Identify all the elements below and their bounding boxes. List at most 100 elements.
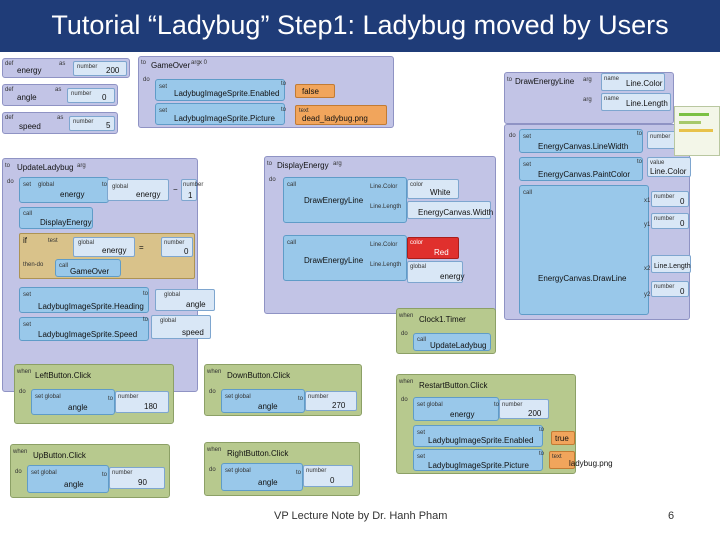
set-global-energy-block[interactable]: set global energy to: [19, 177, 109, 203]
procedure-displayenergy[interactable]: to DisplayEnergy arg do call DrawEnergyL…: [264, 156, 496, 314]
param-line-color: Line.Color: [370, 184, 398, 190]
set-keyword: set: [417, 430, 426, 436]
call-gameover-block[interactable]: call GameOver: [55, 259, 121, 277]
param-x1: x1: [644, 198, 651, 204]
type-label: number: [71, 91, 92, 97]
event-rightbutton-click[interactable]: when RightButton.Click do set global ang…: [204, 442, 360, 496]
set-global-angle-block[interactable]: set global angle to: [31, 389, 115, 415]
procedure-drawenergyline[interactable]: to DrawEnergyLine arg name Line.Color ar…: [504, 72, 674, 124]
set-global-keyword: set global: [225, 394, 251, 400]
number-value: 1: [188, 191, 193, 200]
set-paintcolor-block[interactable]: set EnergyCanvas.PaintColor: [519, 157, 643, 181]
page-title: Tutorial “Ladybug” Step1: Ladybug moved …: [51, 10, 669, 40]
blocks-workspace[interactable]: def energy as number 200 def angle as nu…: [0, 52, 720, 504]
procedure-updateladybug[interactable]: to UpdateLadybug arg do set global energ…: [2, 158, 215, 392]
number-block[interactable]: number 1: [181, 179, 203, 201]
call-updateladybug-block[interactable]: call UpdateLadybug: [413, 333, 491, 351]
number-block[interactable]: number 0: [67, 88, 115, 103]
procedure-gameover[interactable]: to GameOver arg x 0 do set LadybugImageS…: [138, 56, 394, 128]
set-picture-block[interactable]: set LadybugImageSprite.Picture: [413, 449, 543, 471]
event-clock1-timer[interactable]: when Clock1.Timer do call UpdateLadybug: [396, 308, 496, 354]
palette-thumbnail[interactable]: [674, 106, 720, 156]
number-block[interactable]: number 5: [69, 116, 115, 131]
set-keyword: set: [159, 84, 168, 90]
true-block[interactable]: true: [551, 431, 575, 445]
event-name: RightButton.Click: [227, 449, 289, 458]
set-speed-block[interactable]: set LadybugImageSprite.Speed: [19, 317, 149, 341]
number-block[interactable]: number 90: [109, 467, 165, 489]
text-block[interactable]: text: [549, 451, 575, 469]
number-block[interactable]: number 200: [73, 61, 127, 76]
set-linewidth-block[interactable]: set EnergyCanvas.LineWidth: [519, 129, 643, 153]
number-value: 0: [330, 476, 335, 485]
global-keyword: global: [112, 184, 129, 190]
x1-number[interactable]: number 0: [651, 191, 689, 207]
color-value: White: [430, 188, 451, 197]
param-line-color: Line.Color: [370, 242, 398, 248]
canvas-width-block[interactable]: EnergyCanvas.Width: [407, 201, 493, 219]
call-drawenergyline-red[interactable]: call DrawEnergyLine Line.Color Line.Leng…: [283, 235, 407, 281]
number-keyword: number: [654, 284, 675, 290]
variable-name: energy: [450, 410, 475, 419]
property-name: EnergyCanvas.PaintColor: [538, 170, 631, 179]
number-block[interactable]: number 0: [303, 465, 353, 487]
def-speed-block[interactable]: def speed as number 5: [2, 112, 118, 134]
global-energy-block[interactable]: global energy: [407, 261, 464, 283]
set-global-angle-block[interactable]: set global angle to: [27, 465, 109, 493]
variable-name: energy: [17, 66, 42, 75]
def-energy-block[interactable]: def energy as number 200: [2, 58, 130, 78]
set-picture-block[interactable]: set LadybugImageSprite.Picture: [155, 103, 285, 125]
set-heading-block[interactable]: set LadybugImageSprite.Heading: [19, 287, 149, 313]
set-enabled-block[interactable]: set LadybugImageSprite.Enabled: [413, 425, 543, 447]
event-upbutton-click[interactable]: when UpButton.Click do set global angle …: [10, 444, 170, 498]
global-keyword: global: [38, 182, 55, 188]
event-downbutton-click[interactable]: when DownButton.Click do set global angl…: [204, 364, 362, 416]
set-global-angle-block[interactable]: set global angle to: [221, 463, 303, 491]
set-keyword: set: [23, 322, 32, 328]
false-block[interactable]: false: [295, 84, 335, 98]
event-leftbutton-click[interactable]: when LeftButton.Click do set global angl…: [14, 364, 174, 424]
number-block[interactable]: number 0: [161, 237, 193, 257]
color-white-block[interactable]: color White: [407, 179, 459, 199]
call-keyword: call: [523, 190, 533, 196]
call-keyword: call: [23, 211, 33, 217]
text-block[interactable]: text dead_ladybug.png: [295, 105, 387, 125]
call-drawenergyline-white[interactable]: call DrawEnergyLine Line.Color Line.Leng…: [283, 177, 407, 223]
number-value: 200: [106, 66, 120, 75]
set-global-angle-block[interactable]: set global angle to: [221, 389, 305, 413]
value-line-color[interactable]: value Line.Color: [647, 157, 691, 177]
def-keyword: def: [5, 115, 14, 121]
number-block[interactable]: number 200: [499, 399, 549, 419]
do-keyword: do: [401, 331, 408, 337]
procedure-call-name: GameOver: [70, 267, 110, 276]
to-keyword: to: [108, 396, 114, 402]
number-keyword: number: [308, 394, 329, 400]
to-keyword: to: [637, 131, 643, 137]
y1-number[interactable]: number 0: [651, 213, 689, 229]
get-global-energy[interactable]: global energy: [107, 179, 169, 201]
x2-value[interactable]: Line.Length: [651, 255, 691, 273]
event-restartbutton-click[interactable]: when RestartButton.Click do set global e…: [396, 374, 613, 474]
variable-name: angle: [258, 402, 278, 411]
set-global-energy-block[interactable]: set global energy to: [413, 397, 499, 421]
number-keyword: number: [183, 182, 204, 188]
set-keyword: set: [417, 454, 426, 460]
arg-line-length[interactable]: name Line.Length: [601, 93, 671, 111]
number-value: 90: [138, 478, 147, 487]
number-block[interactable]: number 180: [115, 391, 169, 413]
procedure-call-name: UpdateLadybug: [430, 341, 487, 350]
drawenergyline-body[interactable]: do set EnergyCanvas.LineWidth to number …: [504, 124, 691, 320]
call-displayenergy-block[interactable]: call DisplayEnergy: [19, 207, 93, 229]
y2-number[interactable]: number 0: [651, 281, 689, 297]
arg-line-color[interactable]: name Line.Color: [601, 73, 665, 91]
def-angle-block[interactable]: def angle as number 0: [2, 84, 118, 106]
call-drawline-block[interactable]: call EnergyCanvas.DrawLine x1 y1 x2 y2: [519, 185, 651, 315]
get-global-speed[interactable]: global speed: [151, 315, 211, 339]
get-global-angle[interactable]: global angle: [155, 289, 215, 311]
do-keyword: do: [15, 469, 22, 475]
set-enabled-block[interactable]: set LadybugImageSprite.Enabled: [155, 79, 285, 101]
test-global-energy[interactable]: global energy: [73, 237, 135, 257]
number-block[interactable]: number 270: [305, 391, 357, 411]
def-keyword: def: [5, 61, 14, 67]
color-red-block[interactable]: color Red: [407, 237, 459, 259]
